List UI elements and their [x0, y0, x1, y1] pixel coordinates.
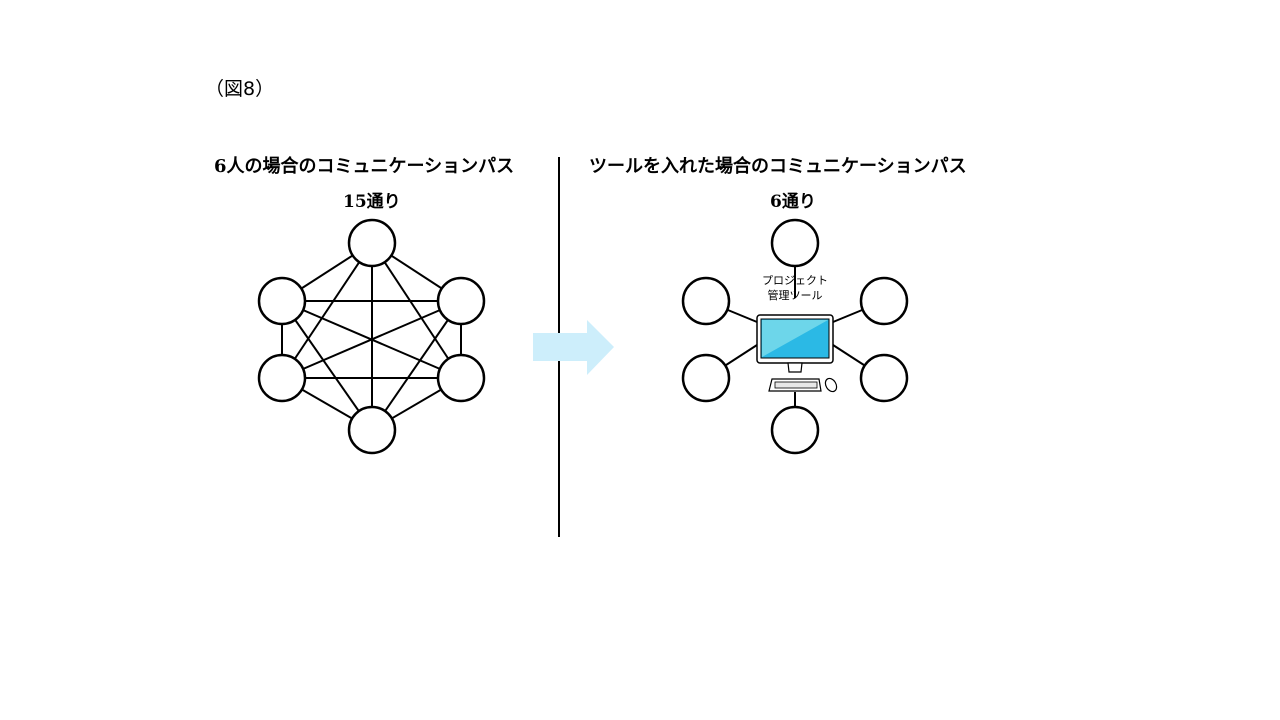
person-node: [347, 218, 397, 268]
right-title: ツールを入れた場合のコミュニケーションパス: [589, 156, 967, 177]
person-node: [859, 353, 909, 403]
figure-label: （図8）: [205, 78, 275, 100]
communication-path: [371, 300, 462, 431]
right-count: 6通り: [770, 192, 816, 212]
right-arrow-icon: [533, 320, 614, 375]
star-network: [681, 218, 909, 455]
computer-icon: [756, 314, 838, 393]
person-node: [681, 276, 731, 326]
left-title: 6人の場合のコミュニケーションパス: [214, 156, 515, 177]
tool-label: プロジェクト管理ツール: [748, 273, 842, 303]
person-node: [257, 276, 307, 326]
left-count: 15通り: [343, 192, 401, 212]
person-node: [436, 276, 486, 326]
person-node: [770, 218, 820, 268]
communication-path: [371, 242, 462, 379]
person-node: [347, 405, 397, 455]
communication-path: [281, 300, 462, 379]
person-node: [770, 405, 820, 455]
full-mesh-network: [257, 218, 486, 455]
tool-label-line2: 管理ツール: [767, 289, 823, 302]
person-node: [859, 276, 909, 326]
communication-path: [281, 242, 373, 379]
person-node: [257, 353, 307, 403]
tool-label-line1: プロジェクト: [762, 274, 828, 287]
person-node: [436, 353, 486, 403]
communication-path: [281, 300, 373, 431]
person-node: [681, 353, 731, 403]
